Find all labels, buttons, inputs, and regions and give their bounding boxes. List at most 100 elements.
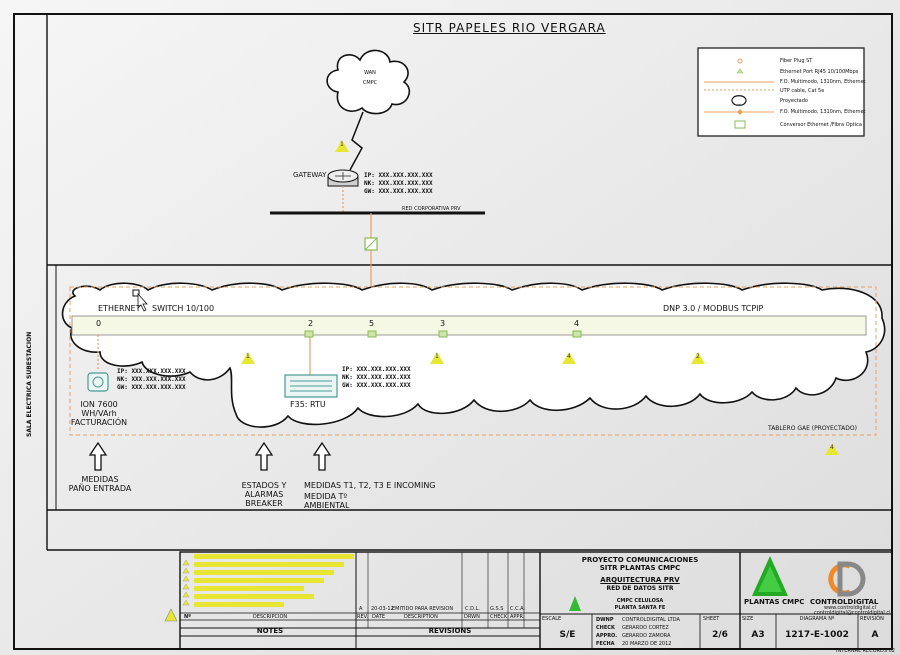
legend-box: [697, 47, 865, 137]
media-converter-icon: [364, 237, 378, 251]
ion-name: ION 7600: [80, 400, 118, 409]
ion-billing: FACTURACIÓN: [70, 418, 128, 427]
project-title: PROYECTO COMUNICACIONES: [581, 556, 699, 564]
warning-number: 1: [435, 353, 439, 360]
project-network: RED DE DATOS SITR: [606, 585, 674, 592]
warning-triangle-icon: 4: [562, 352, 576, 364]
revisions-header: REVISIONS: [428, 627, 472, 635]
port-label: 3: [440, 319, 446, 328]
wan-label: WAN: [364, 70, 376, 76]
size-value: A3: [751, 630, 765, 640]
protocol-label: DNP 3.0 / MODBUS TCPIP: [663, 304, 764, 313]
rev-row-appr: C.C.A.: [510, 606, 526, 612]
controldigital-logo: [828, 561, 866, 597]
staff-role: APPRO.: [596, 633, 618, 639]
warning-triangle-icon: 1: [430, 352, 444, 364]
ion-gw: GW: XXX.XXX.XXX.XXX: [117, 384, 186, 391]
port-label: 2: [308, 319, 314, 328]
notes-no-header: Nº: [184, 614, 192, 620]
notes-highlights: [194, 554, 354, 607]
description-header: DESCRIPTION: [404, 614, 438, 620]
staff-role: CHECK: [596, 625, 615, 631]
warning-triangle-icon: 1: [335, 140, 349, 152]
legend-item: F.O. Multimodo, 1310nm, Ethernet: [780, 109, 866, 115]
project-subtitle: SITR PLANTAS CMPC: [599, 564, 681, 572]
legend-item: F.O. Multimodo, 1310nm, Ethernet: [780, 79, 866, 85]
rtu-name: F35: RTU: [290, 400, 326, 409]
measure-label-2c: BREAKER: [245, 499, 283, 508]
notes-header: NOTES: [256, 627, 284, 635]
staff-role: FECHA: [596, 641, 615, 647]
date-header: DATE: [372, 614, 386, 620]
port-label: 5: [369, 319, 375, 328]
web-text: www.controldigital.cl: [824, 605, 876, 611]
rtu-ip: IP: XXX.XXX.XXX.XXX: [342, 366, 411, 373]
arrow-up-icon: [254, 441, 274, 471]
warning-number: 1: [246, 353, 250, 360]
wan-label-cmpc: CMPC: [362, 80, 378, 86]
legend-item: UTP cable, Cat 5e: [780, 88, 825, 94]
warning-triangle-icon: 2: [691, 352, 705, 364]
measure-label-3b: MEDIDA Tº: [304, 492, 348, 501]
gateway-ip: IP: XXX.XXX.XXX.XXX: [364, 172, 433, 179]
title-block-lines: [179, 551, 893, 650]
measure-label-3c: AMBIENTAL: [304, 501, 350, 510]
warning-number: 4: [567, 353, 571, 360]
client-name: CMPC CELULOSA: [616, 598, 664, 604]
diagram-title: SITR PAPELES RIO VERGARA: [413, 21, 606, 35]
corporate-network-label: RED CORPORATIVA PRV: [402, 206, 461, 212]
wan-cloud: [326, 49, 410, 115]
rev-row-rev: A: [359, 606, 363, 612]
note-warning-icon: [164, 608, 178, 622]
warning-number: 2: [696, 353, 700, 360]
legend-item: Conversor Ethernet /Fibra Optica: [780, 122, 862, 128]
f35-rtu-icon: [284, 374, 338, 398]
footer-text: INTERNAL RECORDS 02: [836, 648, 895, 654]
rev-row-date: 20-03-12: [371, 606, 394, 612]
legend-item: Proyectado: [780, 98, 808, 104]
rev-row-check: G.S.S: [490, 606, 504, 612]
rtu-gw: GW: XXX.XXX.XXX.XXX: [342, 382, 411, 389]
sheet-value: 2/6: [712, 630, 728, 640]
ion-units: WH/VArh: [81, 409, 117, 418]
scale-label: ESCALE: [542, 616, 562, 622]
rev-header: REV.: [357, 614, 368, 620]
project-architecture: ARQUITECTURA PRV: [600, 576, 680, 584]
side-room-label: SALA ELECTRICA SUBESTACION: [26, 331, 33, 437]
cursor-icon: [132, 289, 148, 312]
panel-label: TABLERO GAE (PROYECTADO): [768, 425, 857, 432]
gateway-router-icon: [327, 169, 359, 187]
wan-link: [349, 111, 364, 171]
staff-name: GERARDO ZAMORA: [622, 633, 671, 639]
projected-panel-border: [69, 286, 877, 436]
legend-item: Ethernet Port RJ45 10/100Mbps: [780, 69, 859, 75]
appr-header: APPR.: [510, 614, 525, 620]
scale-value: S/E: [559, 630, 576, 640]
revision-value: A: [871, 630, 879, 640]
measure-label-2b: ALARMAS: [244, 490, 284, 499]
staff-name: CONTROLDIGITAL LTDA: [622, 617, 680, 623]
measure-label-2: ESTADOS Y: [241, 481, 287, 490]
gateway-nk: NK: XXX.XXX.XXX.XXX: [364, 180, 433, 187]
switch-label: SWITCH 10/100: [152, 304, 215, 313]
measure-label-3: MEDIDAS T1, T2, T3 E INCOMING: [304, 481, 436, 490]
check-header: CHECK: [490, 614, 508, 620]
port-label: 0: [96, 319, 102, 328]
client-plant: PLANTA SANTA FE: [614, 605, 666, 611]
logo-right-text: CONTROLDIGITAL: [810, 598, 879, 606]
diagram-number-label: DIAGRAMA Nº: [799, 616, 835, 622]
staff-name: 20 MARZO DE 2012: [622, 641, 672, 647]
legend-item: Fiber Plug ST: [780, 58, 813, 64]
diagram-number: 1217-E-1002: [785, 630, 849, 640]
drwn-header: DRWN: [464, 614, 480, 620]
notes-desc-header: DESCRIPCION: [252, 614, 288, 620]
arrow-up-icon: [88, 441, 108, 471]
staff-role: DWNP: [596, 617, 614, 623]
logo-left-text: PLANTAS CMPC: [744, 598, 805, 606]
plantas-cmpc-logo: [752, 556, 788, 596]
measure-label-1: MEDIDAS: [81, 475, 119, 484]
cmpc-small-logo: [569, 596, 581, 611]
size-label: SIZE: [742, 616, 754, 622]
